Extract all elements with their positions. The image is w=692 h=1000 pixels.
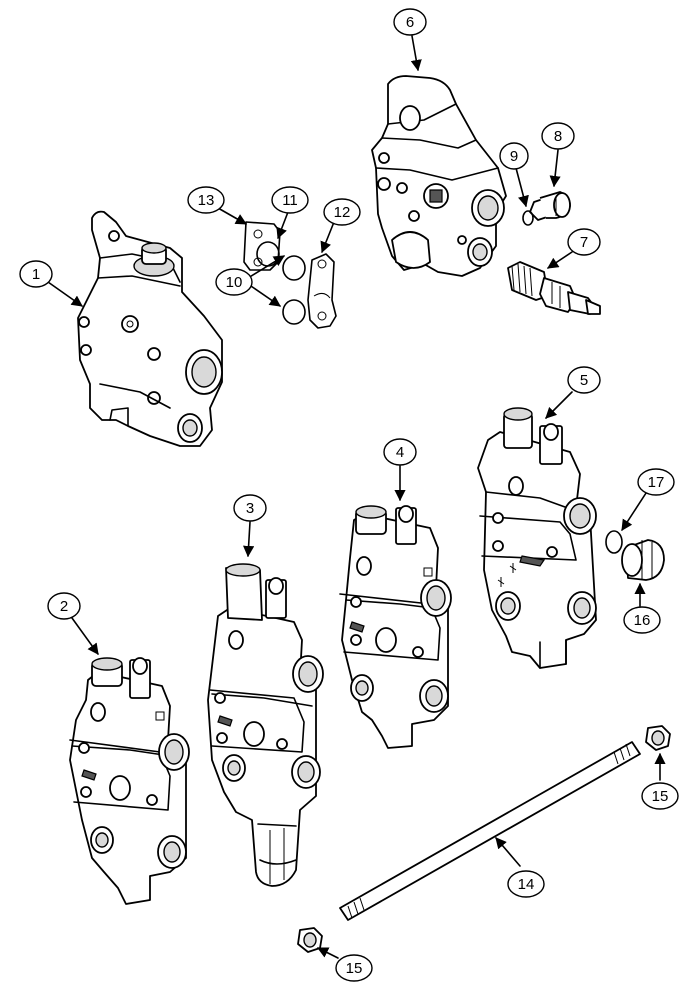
callout-12: 12	[323, 198, 361, 226]
callout-17: 17	[637, 468, 675, 496]
callout-label: 5	[580, 372, 588, 389]
valve-section-part-4	[339, 505, 452, 749]
callout-label: 15	[652, 788, 669, 805]
relief-valve-part-7	[507, 261, 601, 315]
callout-10: 10	[215, 268, 253, 296]
callout-label: 17	[648, 474, 665, 491]
callout-label: 7	[580, 234, 588, 251]
callout-4: 4	[383, 438, 417, 466]
callout-label: 11	[282, 192, 298, 209]
callout-label: 15	[346, 960, 363, 977]
callout-label: 4	[396, 444, 404, 461]
o-ring-part-11	[256, 241, 280, 267]
callout-15-lower: 15	[335, 954, 373, 982]
callout-15-upper: 15	[641, 782, 679, 810]
inlet-cover-part-1	[77, 210, 223, 447]
callout-5: 5	[567, 366, 601, 394]
nut-part-15-upper	[645, 725, 671, 751]
callout-label: 6	[406, 14, 414, 31]
o-ring-part-17	[605, 530, 623, 554]
plug-part-16	[621, 539, 665, 581]
callout-label: 8	[554, 128, 562, 145]
callout-16: 16	[623, 606, 661, 634]
valve-section-part-5	[477, 407, 597, 669]
leader-lines	[47, 35, 666, 959]
callout-11: 11	[271, 186, 309, 214]
callout-label: 13	[198, 192, 215, 209]
callout-label: 3	[246, 500, 254, 517]
callout-label: 16	[634, 612, 651, 629]
callout-14: 14	[507, 870, 545, 898]
callout-13: 13	[187, 186, 225, 214]
tie-rod-part-14	[339, 741, 641, 921]
o-ring-part-9	[522, 210, 534, 226]
valve-section-part-2	[69, 657, 190, 905]
o-ring-part-10-upper	[282, 255, 306, 281]
callout-label: 12	[334, 204, 351, 221]
callout-label: 14	[518, 876, 535, 893]
o-ring-part-10-lower	[282, 299, 306, 325]
callout-1: 1	[19, 260, 53, 288]
valve-section-part-3	[207, 563, 324, 887]
callout-7: 7	[567, 228, 601, 256]
plug-part-8	[529, 191, 571, 221]
callout-label: 2	[60, 598, 68, 615]
callout-6: 6	[393, 8, 427, 36]
callout-label: 9	[510, 148, 518, 165]
nut-part-15-lower	[297, 927, 323, 953]
gasket-part-12	[307, 253, 337, 329]
callout-8: 8	[541, 122, 575, 150]
callout-2: 2	[47, 592, 81, 620]
callout-3: 3	[233, 494, 267, 522]
callout-label: 1	[32, 266, 40, 283]
callout-9: 9	[499, 142, 529, 170]
outlet-cover-part-6	[371, 75, 507, 277]
callout-label: 10	[226, 274, 243, 291]
